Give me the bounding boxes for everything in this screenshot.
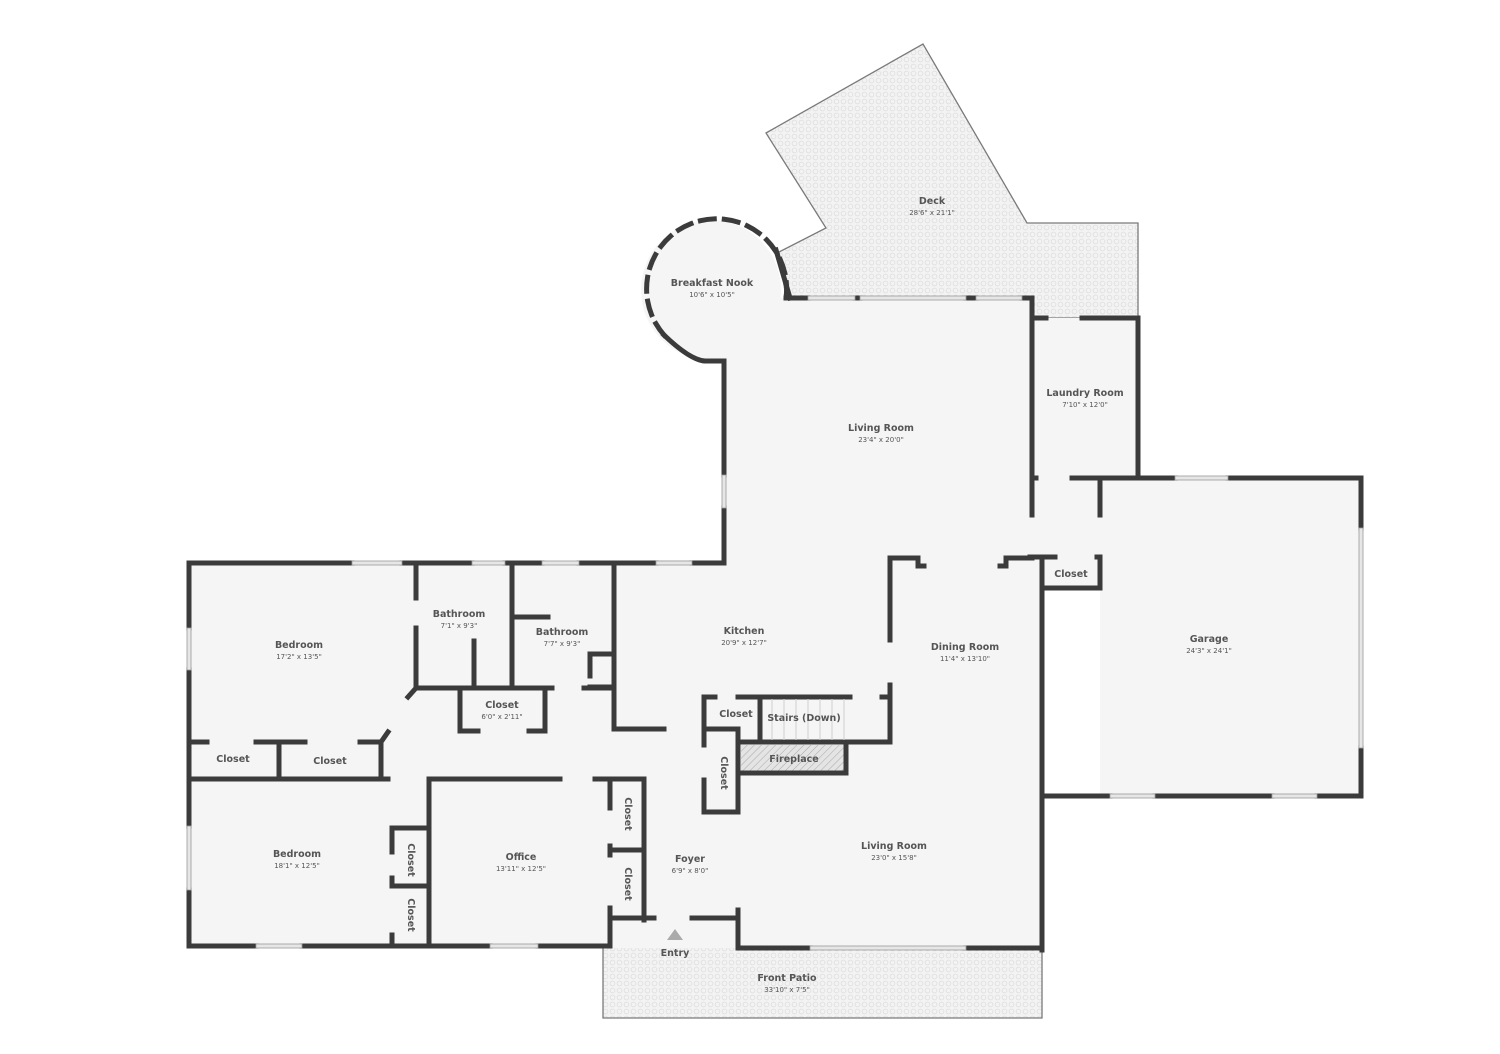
label-bathroom-1: Bathroom <box>433 609 486 620</box>
label-kitchen: Kitchen <box>724 626 765 637</box>
label-closet-kitchen: Closet <box>719 709 753 720</box>
dims-breakfast-nook: 10'6" x 10'5" <box>689 291 735 299</box>
dims-front-patio: 33'10" x 7'5" <box>764 986 810 994</box>
label-deck: Deck <box>919 196 946 207</box>
label-bedroom-lower: Bedroom <box>273 849 321 860</box>
dims-dining-room: 11'4" x 13'10" <box>940 655 990 663</box>
dims-closet-hall: 6'0" x 2'11" <box>481 713 522 721</box>
dims-bedroom-lower: 18'1" x 12'5" <box>274 862 320 870</box>
dims-office: 13'11" x 12'5" <box>496 865 546 873</box>
room-labels: Deck 28'6" x 21'1" Breakfast Nook 10'6" … <box>216 196 1232 994</box>
label-breakfast-nook: Breakfast Nook <box>671 278 754 289</box>
label-bathroom-2: Bathroom <box>536 627 589 638</box>
deck <box>765 43 1139 319</box>
label-entry: Entry <box>661 948 690 959</box>
dims-laundry-room: 7'10" x 12'0" <box>1062 401 1108 409</box>
dims-foyer: 6'9" x 8'0" <box>672 867 709 875</box>
dims-bedroom-upper: 17'2" x 13'5" <box>276 653 322 661</box>
label-bedroom-upper: Bedroom <box>275 640 323 651</box>
stairs-treads <box>771 699 845 740</box>
dims-kitchen: 20'9" x 12'7" <box>721 639 767 647</box>
label-living-room-upper: Living Room <box>848 423 914 434</box>
dims-bathroom-1: 7'1" x 9'3" <box>441 622 478 630</box>
label-closet-hall: Closet <box>485 700 519 711</box>
label-closet-bed-2: Closet <box>313 756 347 767</box>
label-fireplace: Fireplace <box>769 754 818 765</box>
entry-arrow-icon <box>667 929 683 940</box>
label-closet-office-1: Closet <box>622 797 633 831</box>
label-closet-foyer: Closet <box>718 756 729 790</box>
dims-garage: 24'3" x 24'1" <box>1186 647 1232 655</box>
label-stairs: Stairs (Down) <box>767 713 840 724</box>
interior-floor <box>189 220 1361 948</box>
dims-living-room-upper: 23'4" x 20'0" <box>858 436 904 444</box>
label-closet-bed2-2: Closet <box>405 898 416 932</box>
label-dining-room: Dining Room <box>931 642 999 653</box>
dims-bathroom-2: 7'7" x 9'3" <box>544 640 581 648</box>
label-closet-office-2: Closet <box>622 867 633 901</box>
label-garage: Garage <box>1190 634 1229 645</box>
dims-deck: 28'6" x 21'1" <box>909 209 955 217</box>
label-front-patio: Front Patio <box>757 973 817 984</box>
walls <box>186 216 1364 953</box>
label-closet-laundry: Closet <box>1054 569 1088 580</box>
label-closet-bed2-1: Closet <box>405 843 416 877</box>
label-office: Office <box>506 852 537 863</box>
label-closet-bed-1: Closet <box>216 754 250 765</box>
windows <box>186 295 1364 951</box>
dims-living-room-lower: 23'0" x 15'8" <box>871 854 917 862</box>
label-living-room-lower: Living Room <box>861 841 927 852</box>
label-foyer: Foyer <box>675 854 705 865</box>
label-laundry-room: Laundry Room <box>1046 388 1123 399</box>
